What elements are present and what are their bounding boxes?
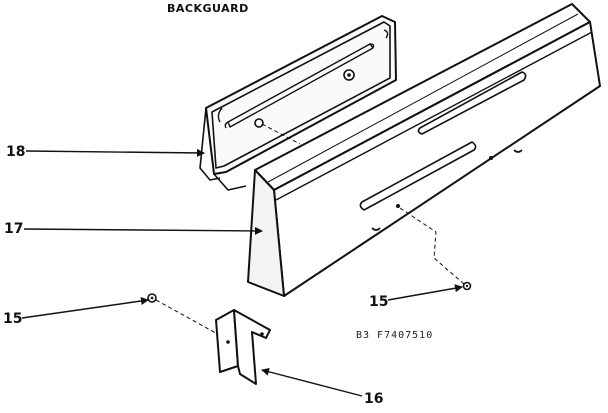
diagram-title: BACKGUARD [167,2,249,15]
alignment-line-right-screw [399,207,465,285]
leader-15-left [21,297,149,319]
callout-15-left: 15 [3,311,23,327]
screw-right [462,281,472,291]
callout-17: 17 [4,221,24,237]
leader-16 [261,367,363,397]
mounting-bracket [215,309,271,385]
backguard-housing [247,3,601,297]
callout-15-right: 15 [369,294,389,310]
leader-15-right [387,284,463,301]
alignment-line-upper [261,123,301,145]
rear-mounting-panel [199,15,397,191]
leader-17 [23,226,263,235]
screw-left [147,293,157,303]
callout-16: 16 [364,391,384,407]
leader-18 [25,148,205,157]
callout-18: 18 [6,144,26,160]
part-number: B3 F7407510 [356,330,434,341]
